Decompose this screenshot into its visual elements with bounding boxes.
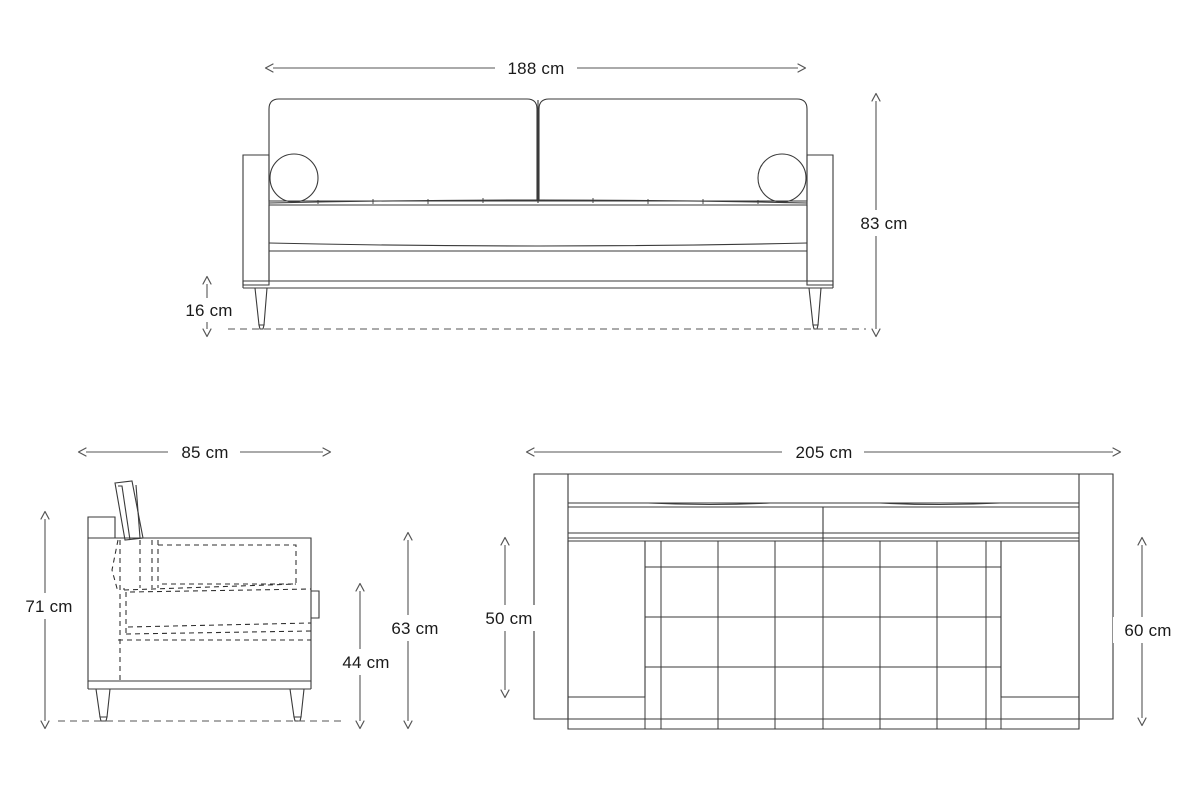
dimension-label-60: 60 cm bbox=[1124, 621, 1171, 640]
label-backdrop bbox=[331, 649, 401, 675]
top-view: 205 cm bbox=[474, 439, 1183, 730]
top-plan-body bbox=[533, 473, 1114, 730]
plan-seat-grid-horizontal bbox=[645, 566, 1001, 668]
label-backdrop bbox=[1113, 617, 1183, 643]
side-sofa-body bbox=[87, 480, 320, 722]
backrest-panel-inner-line bbox=[118, 485, 131, 541]
dimension-side-depth: 85 cm bbox=[77, 439, 332, 465]
seat-tick-marks bbox=[317, 198, 759, 204]
dimension-side-height: 71 cm bbox=[14, 510, 84, 730]
dimension-front-width: 188 cm bbox=[264, 55, 807, 81]
dimension-top-seat-depth: 50 cm bbox=[474, 536, 544, 699]
side-view: 85 cm bbox=[14, 439, 450, 730]
dimension-side-seat-height: 44 cm bbox=[331, 582, 401, 730]
dimension-top-width: 205 cm bbox=[525, 439, 1122, 465]
hidden-seat-bottom2 bbox=[125, 630, 312, 635]
label-backdrop bbox=[782, 439, 864, 465]
hidden-back-cushion bbox=[158, 544, 297, 585]
hidden-back-angle bbox=[111, 539, 119, 593]
dimension-top-depth: 60 cm bbox=[1113, 536, 1183, 727]
label-backdrop bbox=[474, 605, 544, 631]
side-hidden-lines bbox=[111, 539, 312, 681]
front-sofa-body bbox=[242, 98, 834, 330]
dimension-label-50: 50 cm bbox=[485, 609, 532, 628]
label-backdrop bbox=[178, 298, 240, 322]
dimension-label-188: 188 cm bbox=[508, 59, 565, 78]
hidden-seat-top bbox=[123, 583, 297, 591]
dimension-label-16: 16 cm bbox=[185, 301, 232, 320]
leg-cap-left bbox=[258, 324, 265, 330]
dimension-label-71: 71 cm bbox=[25, 597, 72, 616]
hidden-seat-bottom bbox=[127, 622, 312, 628]
dimension-label-63: 63 cm bbox=[391, 619, 438, 638]
plan-outer-frame bbox=[533, 473, 1114, 720]
front-view: 188 cm bbox=[178, 55, 920, 338]
dimension-label-83: 83 cm bbox=[860, 214, 907, 233]
hidden-seat-top2 bbox=[129, 588, 312, 593]
label-backdrop bbox=[168, 439, 240, 465]
label-backdrop bbox=[495, 55, 577, 81]
plan-seat-grid-vertical bbox=[644, 541, 1002, 729]
dimension-side-back-height: 63 cm bbox=[380, 531, 450, 730]
label-backdrop bbox=[380, 615, 450, 641]
side-back-tab bbox=[311, 590, 320, 619]
plan-pillow-shadow-right bbox=[879, 502, 1001, 506]
dimension-label-85: 85 cm bbox=[181, 443, 228, 462]
dimension-front-leg-height: 16 cm bbox=[178, 275, 240, 338]
dimension-front-height: 83 cm bbox=[848, 92, 920, 338]
label-backdrop bbox=[14, 593, 84, 619]
base-rail-curve bbox=[268, 242, 808, 247]
label-backdrop bbox=[848, 210, 920, 236]
backrest-panel-edge-line bbox=[135, 484, 141, 539]
backrest-cushion-left bbox=[268, 98, 538, 202]
dimension-label-205: 205 cm bbox=[796, 443, 853, 462]
dimension-label-44: 44 cm bbox=[342, 653, 389, 672]
backrest-cushion-right bbox=[538, 98, 808, 202]
plan-pillow-shadow-left bbox=[647, 502, 771, 506]
seat-cushion-top-edge bbox=[268, 199, 808, 204]
